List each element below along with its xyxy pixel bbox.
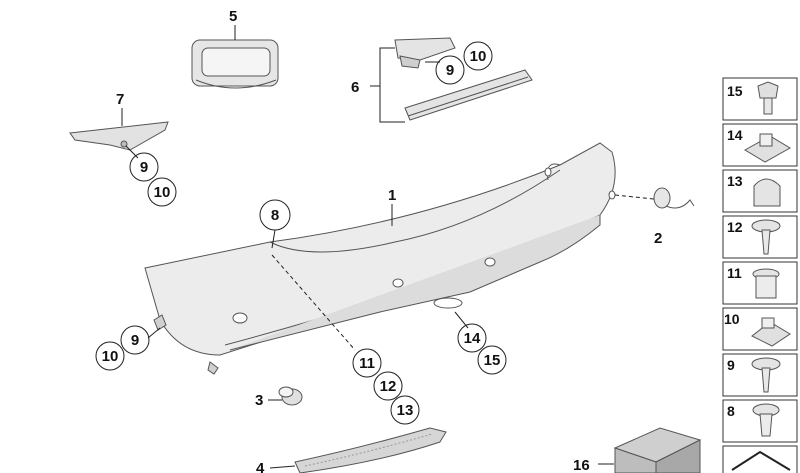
legend-cell-14[interactable]: 14 (722, 123, 798, 167)
legend-cell-8[interactable]: 8 (722, 399, 798, 443)
callout-7: 7 (116, 91, 124, 108)
callout-circle-15 (477, 345, 507, 375)
legend-cell-9[interactable]: 9 (722, 353, 798, 397)
callout-10-top: 10 (470, 48, 487, 65)
legend-label-9: 9 (727, 357, 735, 373)
callout-15: 15 (484, 352, 501, 369)
fastener-legend: 15 14 13 12 11 10 (722, 77, 798, 473)
cap-icon (753, 178, 781, 207)
callout-11: 11 (359, 355, 375, 372)
callout-9-left: 9 (140, 159, 148, 176)
part-6-bracket[interactable] (394, 37, 533, 121)
callout-circle-14 (457, 323, 487, 353)
part-4-grille[interactable] (294, 427, 447, 473)
callout-10-lower: 10 (102, 348, 119, 365)
callout-circle-10-lower (95, 341, 125, 371)
part-3-plug[interactable] (278, 386, 303, 406)
legend-cell-12[interactable]: 12 (722, 215, 798, 259)
part-7-side-bracket[interactable] (69, 121, 169, 151)
legend-label-10: 10 (724, 311, 740, 327)
leader-8 (271, 229, 276, 249)
legend-cell-11[interactable]: 11 (722, 261, 798, 305)
callout-circle-9-lower (120, 325, 150, 355)
callout-circle-9-top (435, 55, 465, 85)
callout-6: 6 (351, 79, 359, 96)
callout-12: 12 (380, 378, 397, 395)
part-5-lamp-housing[interactable] (191, 39, 279, 89)
callout-1: 1 (388, 187, 396, 204)
callout-circle-10-top (463, 41, 493, 71)
legend-cell-13[interactable]: 13 (722, 169, 798, 213)
callout-9-lower: 9 (131, 332, 139, 349)
callout-3: 3 (255, 392, 263, 409)
bolt-icon (757, 81, 779, 99)
leader-4 (269, 465, 296, 469)
part-16-box[interactable] (613, 427, 702, 473)
legend-cell-15[interactable]: 15 (722, 77, 798, 121)
callout-14: 14 (464, 330, 481, 347)
legend-cell-arrow[interactable] (722, 445, 798, 473)
callout-circle-9-left (129, 152, 159, 182)
callout-16: 16 (573, 457, 590, 473)
chevron-up-icon (731, 450, 791, 471)
legend-label-11: 11 (727, 265, 742, 281)
callout-13: 13 (397, 402, 414, 419)
legend-label-15: 15 (727, 83, 743, 99)
callout-circle-13 (390, 395, 420, 425)
callout-2: 2 (654, 230, 662, 247)
callout-circle-12 (373, 371, 403, 401)
legend-cell-10[interactable]: 10 (722, 307, 798, 351)
callout-circle-11 (352, 348, 382, 378)
callout-10-left: 10 (154, 184, 171, 201)
leader-6-bracket (379, 47, 405, 123)
callout-5: 5 (229, 8, 237, 25)
callout-circle-10-left (147, 177, 177, 207)
leader-9-10-lower (147, 327, 161, 339)
legend-label-8: 8 (727, 403, 735, 419)
part-2-cap[interactable] (653, 187, 695, 209)
dashed-2 (614, 194, 655, 200)
dashed-11 (271, 254, 356, 351)
legend-label-14: 14 (727, 127, 743, 143)
callout-4: 4 (256, 460, 265, 473)
legend-label-13: 13 (727, 173, 743, 189)
callout-9-top: 9 (446, 62, 454, 79)
legend-label-12: 12 (727, 219, 743, 235)
callout-8: 8 (271, 207, 279, 224)
part-1-bumper-cover[interactable] (144, 142, 616, 375)
